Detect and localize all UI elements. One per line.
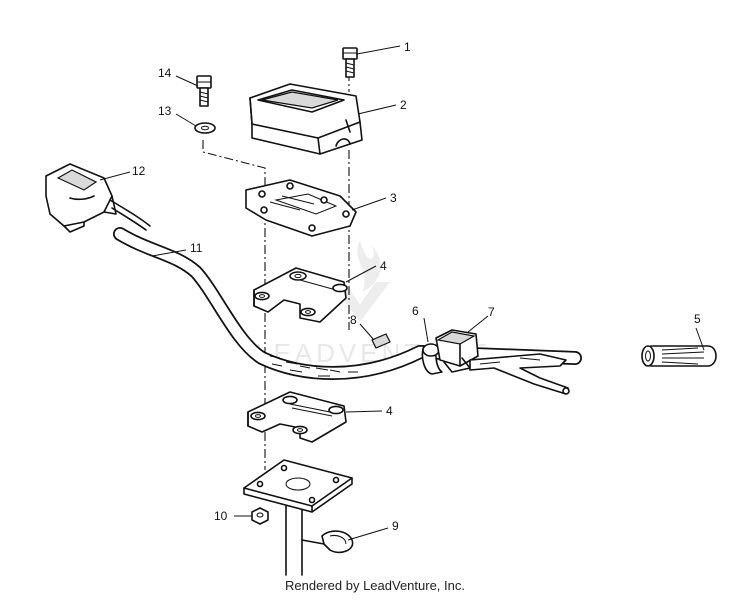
center-line-left xyxy=(202,140,266,470)
callout-14: 14 xyxy=(158,66,172,80)
part-10-nut xyxy=(251,507,269,525)
callout-13: 13 xyxy=(158,104,172,118)
callout-labels: 1 2 3 4 4 5 6 7 8 9 10 11 12 13 14 xyxy=(132,40,701,533)
callout-leaders xyxy=(99,45,705,541)
part-5-grip xyxy=(641,345,717,367)
part-12-switch-housing xyxy=(45,163,151,233)
callout-6: 6 xyxy=(412,304,419,318)
callout-1: 1 xyxy=(404,40,411,54)
callout-9: 9 xyxy=(392,519,399,533)
part-2-handlebar-cover xyxy=(249,83,363,155)
callout-12: 12 xyxy=(132,164,146,178)
part-7-throttle-housing xyxy=(435,329,479,373)
part-8-tag xyxy=(371,333,391,349)
callout-2: 2 xyxy=(400,98,407,112)
part-3-gasket-plate xyxy=(245,179,357,237)
part-1-bolt xyxy=(342,47,358,78)
part-11-handlebar xyxy=(113,227,582,380)
callout-5: 5 xyxy=(694,312,701,326)
render-credit: Rendered by LeadVenture, Inc. xyxy=(285,578,465,593)
callout-8: 8 xyxy=(350,313,357,327)
callout-4-upper: 4 xyxy=(380,259,387,273)
part-4-upper-clamp xyxy=(253,267,348,323)
callout-11: 11 xyxy=(190,241,203,255)
part-9-clip xyxy=(301,530,354,554)
part-14-bolt xyxy=(196,75,212,107)
callout-10: 10 xyxy=(214,509,228,523)
watermark-flame-icon xyxy=(357,240,381,292)
callout-4-lower: 4 xyxy=(386,404,393,418)
part-4-lower-clamp xyxy=(247,391,347,443)
brake-lever xyxy=(469,353,570,395)
callout-3: 3 xyxy=(390,191,397,205)
part-13-washer xyxy=(194,122,216,134)
callout-7: 7 xyxy=(488,305,495,319)
steering-post-plate xyxy=(243,459,353,576)
